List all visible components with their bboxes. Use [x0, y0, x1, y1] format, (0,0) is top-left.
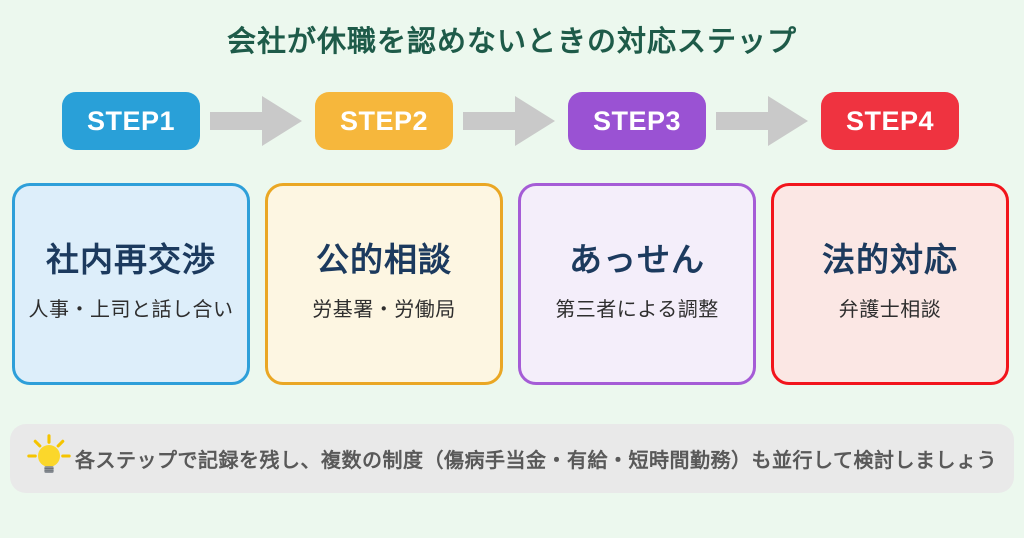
step2-card-subtitle: 労基署・労働局 [312, 298, 456, 321]
step3-card-title: あっせん [569, 240, 705, 278]
step-badges-row: STEP1 STEP2 STEP3 STEP4 [12, 92, 1009, 150]
step2-card: 公的相談 労基署・労働局 [265, 183, 503, 385]
step2-card-title: 公的相談 [316, 240, 452, 278]
arrow-right-icon [716, 96, 808, 146]
step3-badge-column: STEP3 [518, 92, 756, 150]
step1-card-title: 社内再交渉 [46, 240, 216, 278]
footer-note: 各ステップで記録を残し、複数の制度（傷病手当金・有給・短時間勤務）も並行して検討… [10, 424, 1014, 493]
page-title: 会社が休職を認めないときの対応ステップ [226, 26, 797, 58]
step3-card: あっせん 第三者による調整 [518, 183, 756, 385]
step4-card: 法的対応 弁護士相談 [771, 183, 1009, 385]
step2-badge-column: STEP2 [265, 92, 503, 150]
step3-card-subtitle: 第三者による調整 [555, 298, 719, 321]
step1-card-subtitle: 人事・上司と話し合い [28, 298, 234, 321]
arrow-right-icon [210, 96, 302, 146]
step4-badge: STEP4 [821, 92, 959, 150]
step1-badge-column: STEP1 [12, 92, 250, 150]
step4-badge-column: STEP4 [771, 92, 1009, 150]
step1-badge: STEP1 [62, 92, 200, 150]
step1-card: 社内再交渉 人事・上司と話し合い [12, 183, 250, 385]
step-cards-row: 社内再交渉 人事・上司と話し合い 公的相談 労基署・労働局 あっせん 第三者によ… [12, 183, 1009, 385]
lightbulb-icon [27, 433, 71, 473]
footer-note-text: 各ステップで記録を残し、複数の制度（傷病手当金・有給・短時間勤務）も並行して検討… [75, 450, 997, 472]
step3-badge: STEP3 [568, 92, 706, 150]
step4-card-title: 法的対応 [822, 240, 958, 278]
step2-badge: STEP2 [315, 92, 453, 150]
step4-card-subtitle: 弁護士相談 [838, 298, 942, 321]
arrow-right-icon [463, 96, 555, 146]
